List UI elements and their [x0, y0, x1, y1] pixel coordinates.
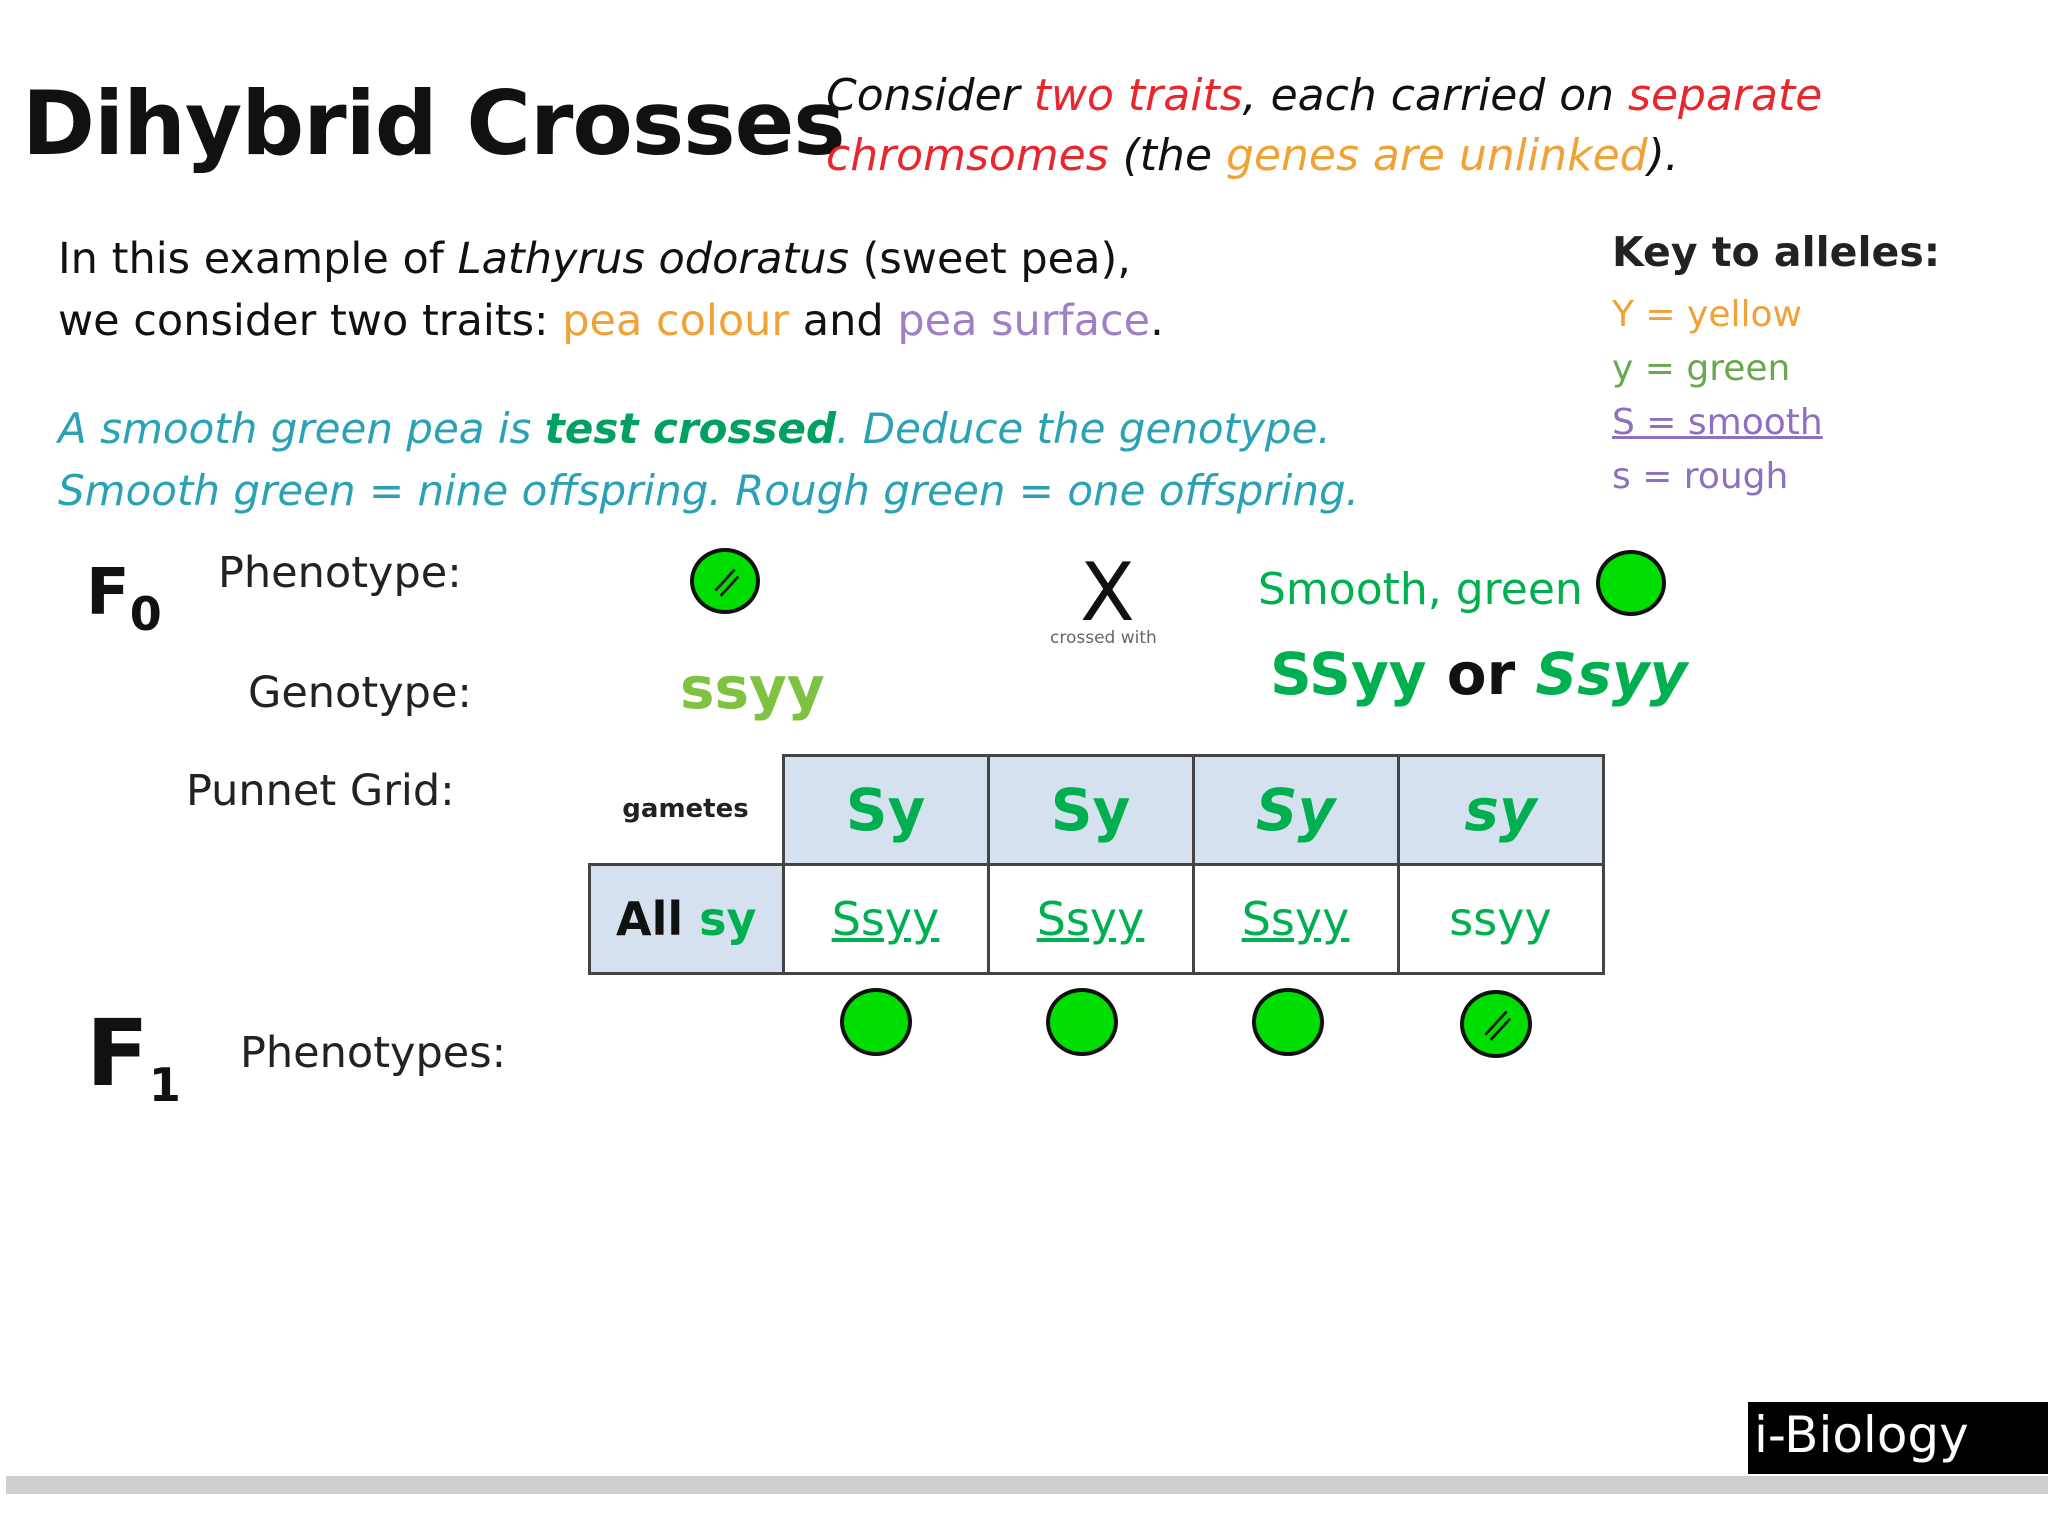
- wrinkled-green-pea-icon: [1460, 990, 1532, 1058]
- smooth-green-pea-icon: [1046, 988, 1118, 1056]
- test-crossed: test crossed: [544, 404, 837, 453]
- gamete-header: Sy: [1191, 754, 1400, 866]
- intro-part: (the: [1108, 130, 1227, 181]
- genotype-or: or: [1426, 640, 1536, 708]
- key-item-rough: s = rough: [1612, 456, 1789, 497]
- problem-offspring: Smooth green = nine offspring. Rough gre…: [58, 466, 1359, 515]
- wrinkled-green-pea-icon: [690, 548, 760, 614]
- problem-part: . Deduce the genotype.: [836, 404, 1331, 453]
- crossed-with-label: crossed with: [1050, 628, 1157, 648]
- offspring-cell: ssyy: [1396, 863, 1605, 975]
- intro-part: Consider: [826, 70, 1034, 121]
- right-genotype: SSyy or Ssyy: [1270, 640, 1687, 708]
- cross-symbol: X: [1080, 546, 1135, 639]
- intro-separate: separate: [1628, 70, 1823, 121]
- key-item-smooth: S = smooth: [1612, 402, 1823, 443]
- row-header-all: All: [615, 892, 700, 946]
- f0-letter: F: [86, 556, 130, 630]
- punnet-grid: gametes Sy Sy Sy sy All sy Ssyy Ssyy Ssy…: [588, 754, 1605, 975]
- intro-text: Consider two traits, each carried on sep…: [826, 66, 1822, 186]
- trait-pea-colour: pea colour: [562, 296, 790, 346]
- gamete-header: sy: [1396, 754, 1605, 866]
- right-phenotype: Smooth, green: [1258, 564, 1583, 615]
- offspring-cell: Ssyy: [781, 863, 990, 975]
- key-title: Key to alleles:: [1612, 228, 1941, 276]
- gamete-header: Sy: [986, 754, 1195, 866]
- key-item-yellow: Y = yellow: [1612, 294, 1802, 335]
- smooth-green-pea-icon: [1596, 550, 1666, 616]
- intro-two-traits: two traits: [1033, 70, 1243, 121]
- genotype-ssyy-homozygous: SSyy: [1270, 640, 1427, 708]
- row-header: All sy: [588, 863, 785, 975]
- f1-letter: F: [86, 1000, 149, 1107]
- punnet-header-row: gametes Sy Sy Sy sy: [590, 754, 1605, 866]
- species-name: Lathyrus odoratus: [457, 234, 849, 284]
- f0-sub: 0: [129, 587, 162, 641]
- f1-sub: 1: [148, 1058, 181, 1112]
- key-item-green: y = green: [1612, 348, 1791, 389]
- example-text: In this example of Lathyrus odoratus (sw…: [58, 228, 1164, 352]
- bottom-bar: [6, 1476, 2048, 1494]
- genotype-ssyy-heterozygous: Ssyy: [1535, 640, 1688, 708]
- f0-label: F0: [86, 556, 162, 641]
- smooth-green-pea-icon: [1252, 988, 1324, 1056]
- trait-pea-surface: pea surface: [897, 296, 1151, 346]
- example-part: In this example of: [58, 234, 458, 284]
- intro-genes-unlinked: genes are unlinked: [1226, 130, 1648, 181]
- punnet-offspring-row: All sy Ssyy Ssyy Ssyy ssyy: [588, 863, 1605, 975]
- offspring-cell: Ssyy: [1191, 863, 1400, 975]
- brand-logo: i-Biology: [1748, 1402, 2048, 1474]
- phenotype-label: Phenotype:: [218, 548, 462, 598]
- f1-label: F1: [86, 1000, 181, 1112]
- smooth-green-pea-icon: [840, 988, 912, 1056]
- problem-part: A smooth green pea is: [58, 404, 545, 453]
- offspring-cell: Ssyy: [986, 863, 1195, 975]
- example-part: we consider two traits:: [58, 296, 563, 346]
- example-part: .: [1150, 296, 1164, 346]
- page-title: Dihybrid Crosses: [22, 72, 846, 175]
- punnet-grid-label: Punnet Grid:: [186, 766, 455, 816]
- gametes-label: gametes: [622, 794, 749, 825]
- intro-part: ).: [1647, 130, 1679, 181]
- intro-part: , each carried on: [1242, 70, 1629, 121]
- intro-chromosomes: chromsomes: [826, 130, 1109, 181]
- example-part: and: [789, 296, 898, 346]
- example-part: (sweet pea),: [848, 234, 1131, 284]
- left-genotype: ssyy: [680, 654, 825, 722]
- genotype-label: Genotype:: [248, 668, 472, 718]
- problem-text: A smooth green pea is test crossed. Dedu…: [58, 398, 1359, 522]
- phenotypes-label: Phenotypes:: [240, 1028, 507, 1078]
- row-header-gamete: sy: [699, 892, 757, 946]
- gamete-header: Sy: [781, 754, 990, 866]
